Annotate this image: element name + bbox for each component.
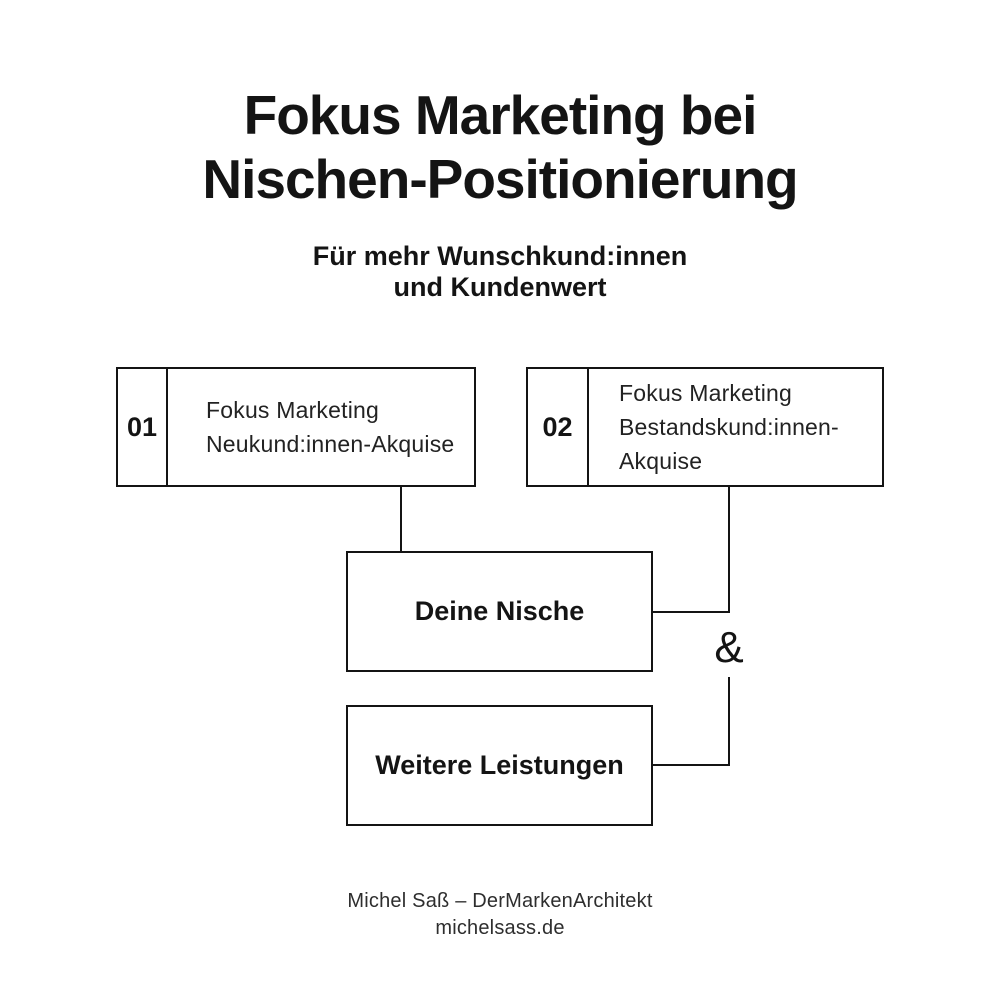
page-subtitle-line1: Für mehr Wunschkund:innen — [312, 241, 688, 271]
niche-label: Deine Nische — [414, 596, 585, 626]
box-01-number: 01 — [118, 369, 168, 485]
page-title-line1: Fokus Marketing bei — [243, 84, 758, 146]
box-01-label: Fokus Marketing Neukund:innen-Akquise — [206, 397, 455, 457]
footer-website: michelsass.de — [435, 917, 565, 939]
services-box: Weitere Leistungen — [346, 705, 653, 826]
connector-niche-horizontal — [651, 611, 730, 613]
connector-services-vertical — [728, 677, 730, 766]
box-bestandskunden-akquise: 02 Fokus Marketing Bestandskund:innen-Ak… — [526, 367, 884, 487]
ampersand-symbol: & — [714, 623, 744, 672]
services-label: Weitere Leistungen — [375, 750, 624, 780]
connector-box02-vertical — [728, 487, 730, 613]
box-02-number: 02 — [528, 369, 589, 485]
footer-credit: Michel Saß – DerMarkenArchitekt michelsa… — [0, 888, 1000, 942]
page-subtitle: Für mehr Wunschkund:innen und Kundenwert — [0, 241, 1000, 303]
page-subtitle-line2: und Kundenwert — [393, 272, 607, 302]
connector-services-horizontal — [651, 764, 730, 766]
connector-box01-to-niche — [400, 487, 402, 552]
page-title-line2: Nischen-Positionierung — [202, 148, 798, 210]
page-title: Fokus Marketing bei Nischen-Positionieru… — [0, 83, 1000, 211]
niche-box: Deine Nische — [346, 551, 653, 672]
box-02-label: Fokus Marketing Bestandskund:innen-Akqui… — [619, 380, 839, 474]
box-neukunden-akquise: 01 Fokus Marketing Neukund:innen-Akquise — [116, 367, 476, 487]
footer-author: Michel Saß – DerMarkenArchitekt — [347, 890, 653, 912]
